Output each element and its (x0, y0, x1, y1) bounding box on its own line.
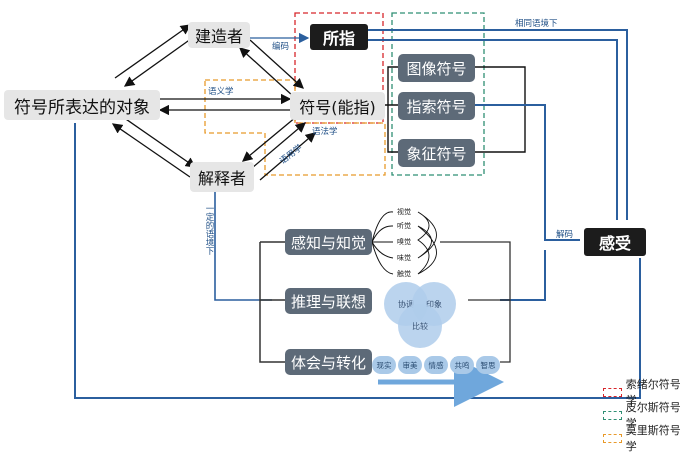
symbol-sign-node: 象征符号 (398, 139, 475, 167)
same-context-label: 相同语境下 (515, 19, 558, 29)
object-node: 符号所表达的对象 (4, 90, 160, 120)
experience-node: 体会与转化 (285, 349, 372, 375)
pill-reality: 现实 (372, 356, 396, 374)
reasoning-node: 推理与联想 (285, 288, 372, 314)
icon-sign-node: 图像符号 (398, 54, 475, 82)
builder-node: 建造者 (188, 22, 250, 48)
syntactics-label: 语法学 (312, 127, 338, 137)
pill-emotion: 情感 (424, 356, 448, 374)
signified-node: 所指 (310, 24, 368, 50)
pill-wisdom: 智思 (476, 356, 500, 374)
index-sign-node: 指索符号 (398, 92, 475, 120)
legend-label: 皮尔斯符号学 (625, 401, 681, 430)
legend-label: 索绪尔符号学 (625, 378, 681, 407)
feeling-node: 感受 (584, 228, 646, 256)
legend-swatch (603, 387, 622, 397)
connector-lines (74, 12, 641, 407)
sense-sight: 视觉 (397, 208, 411, 216)
legend-swatch (603, 433, 622, 443)
certain-context-label: 一定的语境下 (204, 204, 214, 255)
comparison-circle: 比较 (398, 304, 442, 348)
legend-label: 莫里斯符号学 (625, 424, 681, 453)
peirce-frame (391, 12, 485, 176)
pill-resonance: 共鸣 (450, 356, 474, 374)
legend-swatch (603, 410, 622, 420)
perception-node: 感知与知觉 (285, 229, 372, 255)
legend-peirce: 皮尔斯符号学 (603, 399, 687, 431)
interpreter-node: 解释者 (190, 162, 254, 192)
semantics-label: 语义学 (208, 87, 234, 97)
sense-hearing: 听觉 (397, 222, 411, 230)
legend-morris: 莫里斯符号学 (603, 422, 687, 454)
sense-smell: 嗅觉 (397, 238, 411, 246)
sense-taste: 味觉 (397, 254, 411, 262)
signifier-node: 符号(能指) (290, 92, 385, 120)
decoding-label: 解码 (556, 230, 574, 240)
semiotics-diagram: 建造者 符号所表达的对象 解释者 所指 符号(能指) 图像符号 指索符号 象征符… (4, 12, 687, 453)
encoding-label: 编码 (272, 42, 290, 52)
pill-aesthetic: 审美 (398, 356, 422, 374)
legend-saussure: 索绪尔符号学 (603, 376, 687, 408)
sense-touch: 触觉 (397, 270, 411, 278)
